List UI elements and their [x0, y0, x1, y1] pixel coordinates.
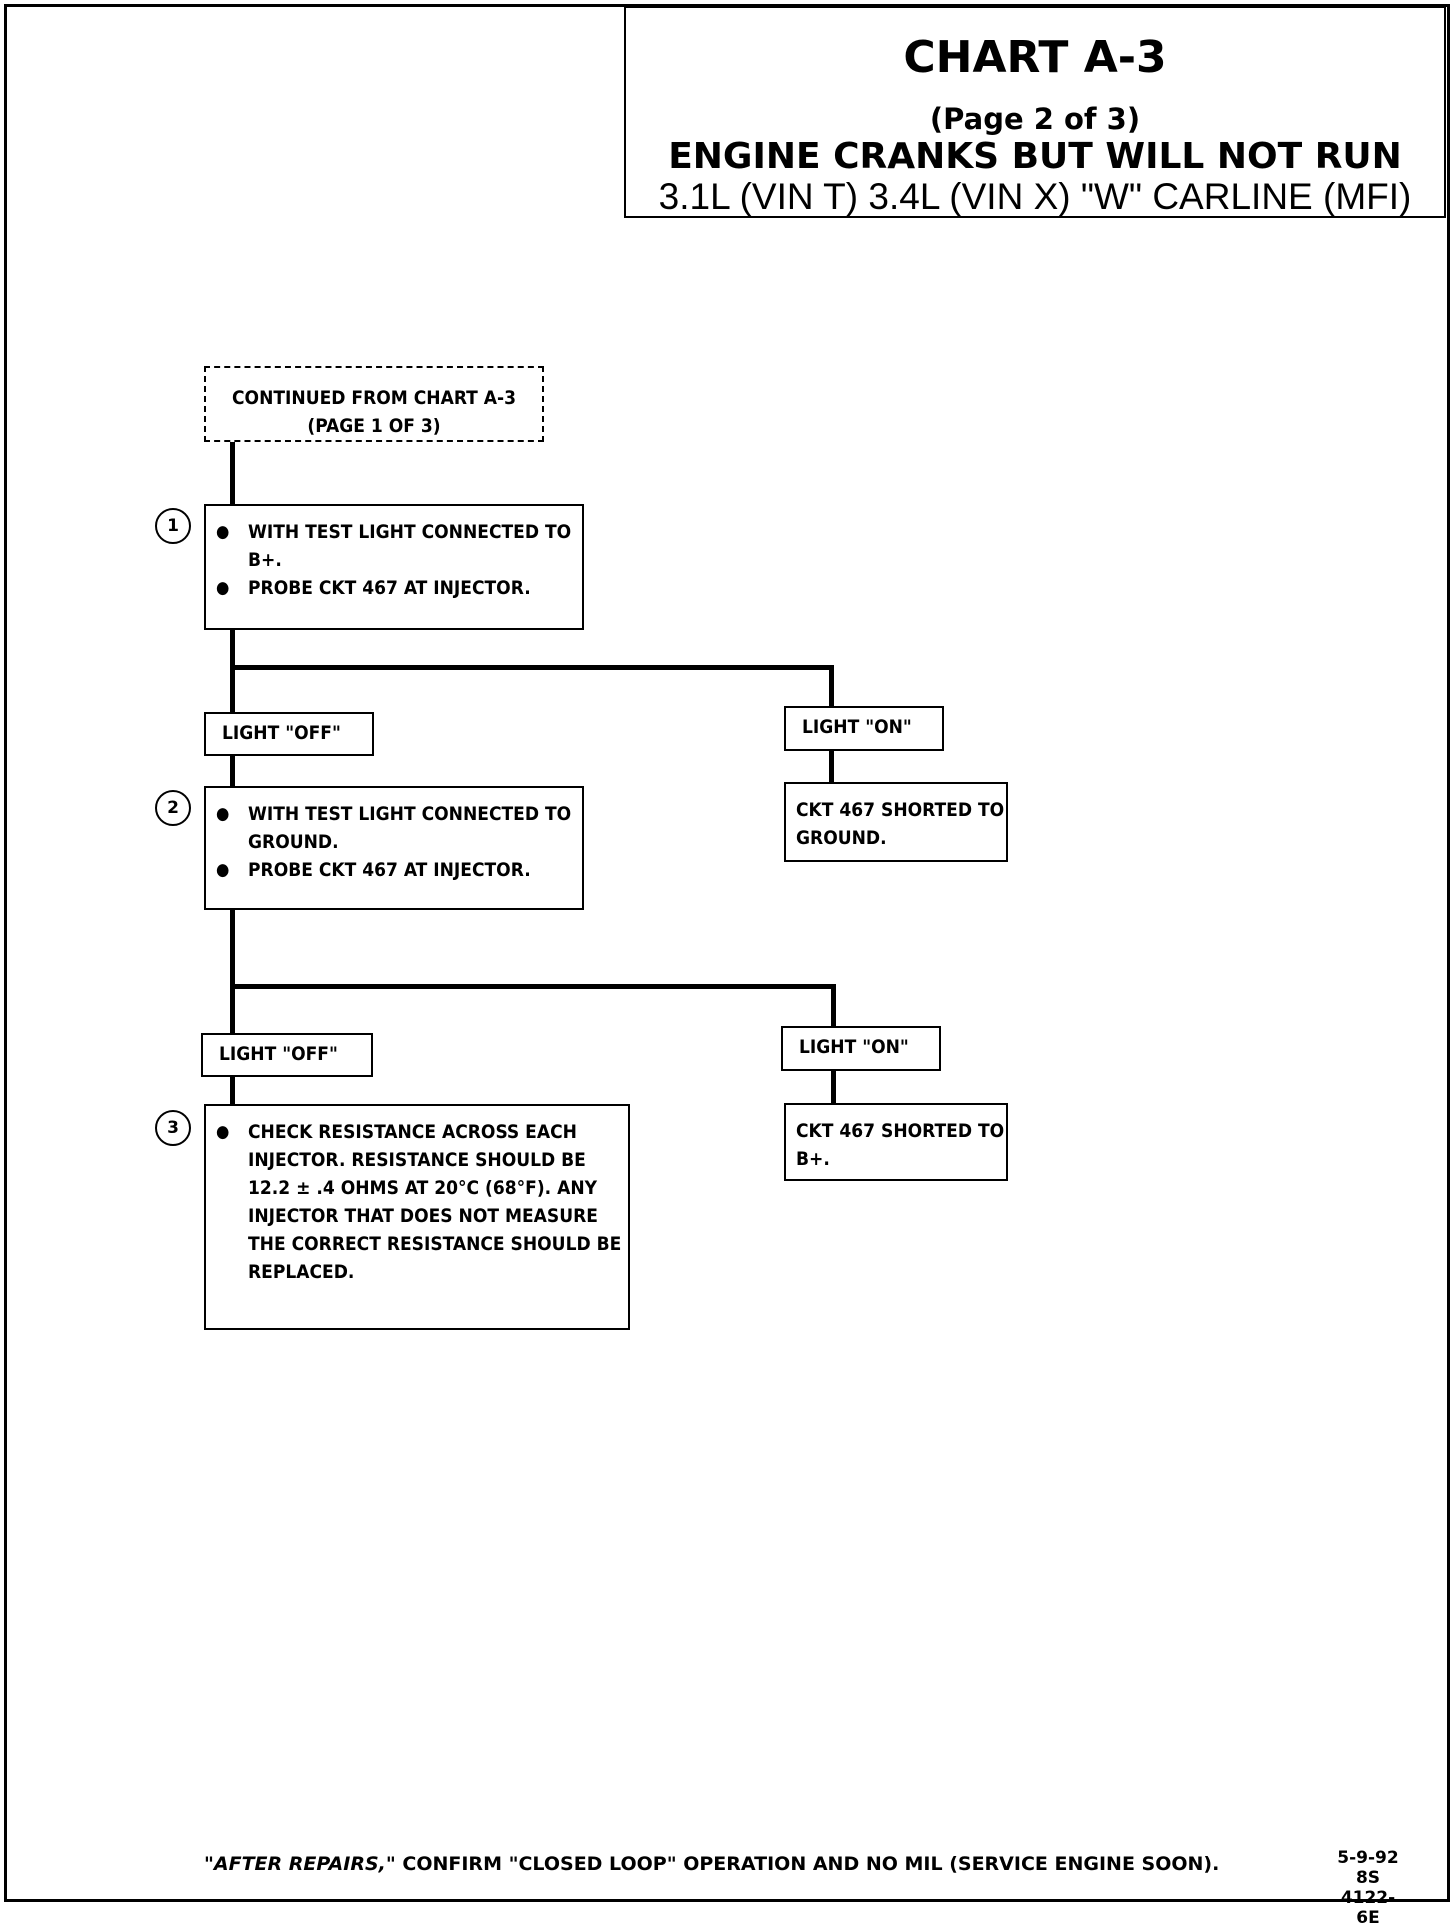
- connector-line: [230, 754, 235, 788]
- document-code: 8S 4122-6E: [1340, 1868, 1396, 1928]
- light-on-label-1: LIGHT "ON": [784, 706, 944, 751]
- continued-from-box: CONTINUED FROM CHART A-3 (PAGE 1 OF 3): [204, 366, 544, 442]
- connector-line: [831, 984, 836, 1028]
- step-1-bullet: ● PROBE CKT 467 AT INJECTOR.: [216, 574, 576, 602]
- light-off-label-2: LIGHT "OFF": [201, 1033, 373, 1077]
- bullet-icon: ●: [216, 578, 230, 598]
- step-number-1: 1: [155, 508, 191, 544]
- page-indicator: (Page 2 of 3): [929, 102, 1141, 136]
- step-2-box: ● WITH TEST LIGHT CONNECTED TO GROUND. ●…: [204, 786, 584, 910]
- confirm-text: CONFIRM "CLOSED LOOP" OPERATION AND NO M…: [402, 1853, 1220, 1875]
- bullet-icon: ●: [216, 522, 230, 542]
- step-2-bullet: ● PROBE CKT 467 AT INJECTOR.: [216, 856, 576, 884]
- result-shorted-to-b-plus: CKT 467 SHORTED TO B+.: [784, 1103, 1008, 1181]
- result-shorted-to-ground: CKT 467 SHORTED TO GROUND.: [784, 782, 1008, 862]
- after-repairs-note: "AFTER REPAIRS," CONFIRM "CLOSED LOOP" O…: [204, 1853, 1219, 1875]
- continued-from-page: (PAGE 1 OF 3): [307, 415, 441, 437]
- bullet-icon: ●: [216, 804, 230, 824]
- document-date: 5-9-92: [1337, 1848, 1399, 1868]
- connector-line: [230, 1075, 235, 1107]
- bullet-icon: ●: [216, 1122, 230, 1142]
- connector-line: [829, 749, 834, 783]
- engine-designation: 3.1L (VIN T) 3.4L (VIN X) "W" CARLINE (M…: [658, 176, 1412, 217]
- continued-from-text: CONTINUED FROM CHART A-3: [232, 387, 516, 409]
- connector-line: [831, 1069, 836, 1105]
- connector-line: [230, 984, 836, 989]
- step-1-box: ● WITH TEST LIGHT CONNECTED TO B+. ● PRO…: [204, 504, 584, 630]
- connector-line: [230, 440, 235, 508]
- step-3-box: ● CHECK RESISTANCE ACROSS EACH INJECTOR.…: [204, 1104, 630, 1330]
- document-date-code: 5-9-92 8S 4122-6E: [1336, 1848, 1400, 1928]
- chart-title: CHART A-3: [903, 32, 1167, 83]
- page-frame: [4, 4, 1450, 1902]
- title-block: CHART A-3 (Page 2 of 3) ENGINE CRANKS BU…: [624, 6, 1446, 218]
- step-number-3: 3: [155, 1110, 191, 1146]
- bullet-icon: ●: [216, 860, 230, 880]
- step-1-bullet: ● WITH TEST LIGHT CONNECTED TO B+.: [216, 518, 576, 574]
- light-off-label-1: LIGHT "OFF": [204, 712, 374, 756]
- step-number-2: 2: [155, 790, 191, 826]
- connector-line: [829, 665, 834, 709]
- connector-line: [230, 665, 834, 670]
- after-repairs-label: "AFTER REPAIRS,": [204, 1853, 396, 1875]
- connector-line: [230, 628, 235, 714]
- connector-line: [230, 908, 235, 1035]
- step-2-bullet: ● WITH TEST LIGHT CONNECTED TO GROUND.: [216, 800, 576, 856]
- step-3-bullet: ● CHECK RESISTANCE ACROSS EACH INJECTOR.…: [216, 1118, 622, 1286]
- light-on-label-2: LIGHT "ON": [781, 1026, 941, 1071]
- chart-subtitle: ENGINE CRANKS BUT WILL NOT RUN: [668, 136, 1402, 177]
